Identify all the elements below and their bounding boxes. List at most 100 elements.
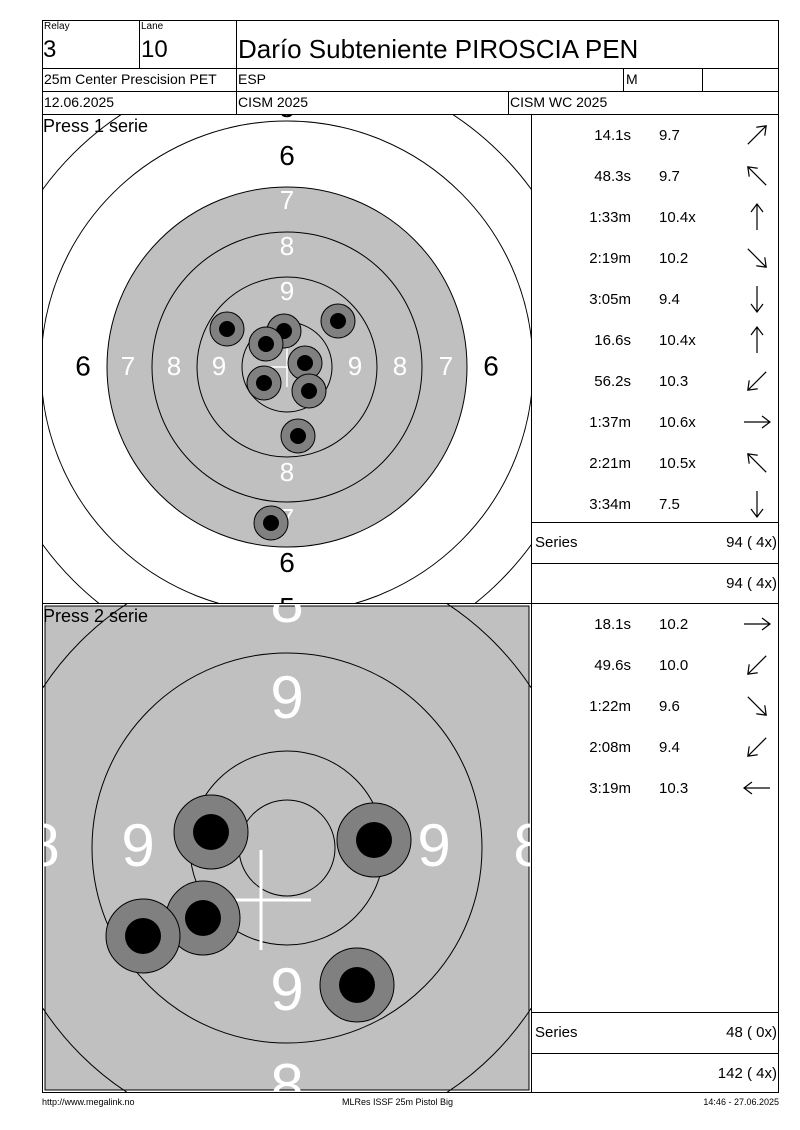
direction-arrow-icon [747, 371, 767, 391]
shot-hole [319, 947, 395, 1023]
shot-row: 48.3s 9.7 [533, 156, 779, 196]
shot-time: 3:34m [589, 496, 631, 513]
shot-value: 10.3 [659, 780, 689, 797]
shot-value: 10.4x [659, 332, 696, 349]
ring-label: 9 [270, 664, 303, 731]
series-1-title: Press 1 serie [43, 116, 149, 136]
direction-arrow-icon [743, 781, 770, 795]
ring-label: 9 [212, 351, 226, 381]
series-divider [531, 1012, 779, 1013]
header-divider [623, 68, 624, 91]
shot-row: 56.2s 10.3 [533, 361, 779, 401]
ring-label: 5 [279, 592, 295, 603]
ring-label: 8 [270, 604, 303, 635]
ring-label: 7 [439, 351, 453, 381]
shot-hole [209, 311, 245, 347]
direction-arrow-icon [747, 125, 767, 145]
shot-hole [165, 880, 241, 956]
shot-value: 9.4 [659, 291, 680, 308]
direction-arrow-icon [747, 453, 767, 473]
direction-arrow-icon [750, 203, 764, 230]
header-divider [139, 20, 140, 68]
running-total-1: 94 ( 4x) [726, 575, 777, 592]
shot-value: 10.4x [659, 209, 696, 226]
shot-hole [336, 802, 412, 878]
footer-software: MLRes ISSF 25m Pistol Big [342, 1097, 454, 1107]
shot-time: 14.1s [594, 127, 631, 144]
ring-label: 8 [167, 351, 181, 381]
direction-arrow-icon [750, 326, 764, 353]
series-divider [531, 563, 779, 564]
header-divider [702, 68, 703, 91]
shot-value: 9.4 [659, 739, 680, 756]
series-2-label: Series [535, 1024, 578, 1041]
shot-row: 3:19m 10.3 [533, 768, 779, 808]
relay-value: 3 [43, 36, 57, 63]
direction-arrow-icon [744, 617, 771, 631]
shot-row: 3:05m 9.4 [533, 279, 779, 319]
shot-value: 10.3 [659, 373, 689, 390]
ring-label: 6 [279, 140, 295, 171]
shot-hole [246, 365, 282, 401]
series-1-total: 94 ( 4x) [726, 534, 777, 551]
shot-value: 9.6 [659, 698, 680, 715]
gender: M [626, 71, 638, 87]
event-name: 25m Center Prescision PET [44, 71, 217, 87]
shot-time: 2:08m [589, 739, 631, 756]
ring-label: 8 [280, 231, 294, 261]
ring-label: 9 [121, 812, 154, 879]
footer-timestamp: 14:46 - 27.06.2025 [703, 1097, 779, 1107]
footer-url[interactable]: http://www.megalink.no [42, 1097, 135, 1107]
shot-time: 56.2s [594, 373, 631, 390]
shot-hole [253, 505, 289, 541]
shot-time: 3:19m [589, 780, 631, 797]
ring-label: 9 [270, 956, 303, 1023]
shot-value: 10.0 [659, 657, 689, 674]
target-series-1: 5 6 7 8 9 8 7 6 5 6 7 8 9 9 8 7 6 [43, 115, 531, 603]
shot-row: 14.1s 9.7 [533, 115, 779, 155]
ring-label: 8 [280, 457, 294, 487]
direction-arrow-icon [744, 415, 771, 429]
ring-label: 9 [280, 276, 294, 306]
shot-hole [291, 373, 327, 409]
ring-label: 8 [270, 1052, 303, 1092]
series-divider [531, 522, 779, 523]
header-divider [508, 91, 509, 114]
shot-value: 9.7 [659, 168, 680, 185]
scorecard-frame [42, 20, 779, 1093]
shot-time: 2:21m [589, 455, 631, 472]
shot-hole [280, 418, 316, 454]
direction-arrow-icon [747, 248, 767, 268]
shot-hole [173, 794, 249, 870]
series-divider [42, 603, 779, 604]
shot-hole [320, 303, 356, 339]
shot-hole [248, 326, 284, 362]
header-divider [42, 68, 779, 69]
competition: CISM 2025 [238, 94, 309, 110]
direction-arrow-icon [747, 737, 767, 757]
series-2-total: 48 ( 0x) [726, 1024, 777, 1041]
relay-label: Relay [44, 21, 70, 32]
shot-hole [287, 345, 323, 381]
shot-value: 9.7 [659, 127, 680, 144]
direction-arrow-icon [750, 491, 764, 518]
shooter-name: Darío Subteniente PIROSCIA PEN [238, 34, 639, 64]
shot-time: 16.6s [594, 332, 631, 349]
shot-time: 2:19m [589, 250, 631, 267]
direction-arrow-icon [747, 696, 767, 716]
ring-label: 9 [348, 351, 362, 381]
date: 12.06.2025 [44, 94, 115, 110]
ring-label: 5 [279, 115, 295, 123]
series-1-label: Series [535, 534, 578, 551]
nation: ESP [238, 71, 267, 87]
shot-time: 48.3s [594, 168, 631, 185]
direction-arrow-icon [747, 166, 767, 186]
match: CISM WC 2025 [510, 94, 608, 110]
shot-time: 1:37m [589, 414, 631, 431]
shot-time: 3:05m [589, 291, 631, 308]
direction-arrow-icon [747, 655, 767, 675]
